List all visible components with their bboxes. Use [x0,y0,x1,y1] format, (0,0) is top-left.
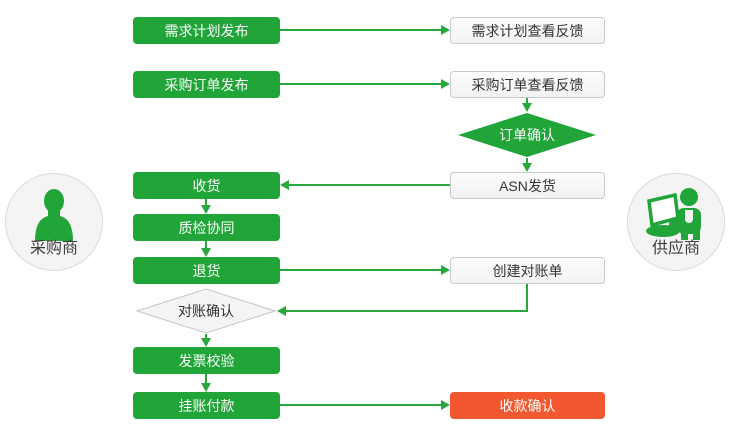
node-invoice-check: 发票校验 [133,347,280,374]
node-asn-shipment: ASN发货 [450,172,605,199]
node-payment-confirm: 收款确认 [450,392,605,419]
node-create-statement: 创建对账单 [450,257,605,284]
diamond-shape [136,288,276,334]
arrow-order-confirm-to-asn [526,158,528,164]
arrow-payment-to-confirm [280,404,443,406]
node-demand-plan-feedback: 需求计划查看反馈 [450,17,605,44]
buyer-person-icon [35,189,73,241]
decision-statement-confirm: 对账确认 [136,288,276,334]
node-po-publish: 采购订单发布 [133,71,280,98]
arrow-po-feedback-to-order-confirm [526,98,528,105]
arrow-create-statement-down [526,284,528,312]
arrowhead-down-icon [201,205,211,214]
diamond-shape [458,113,596,157]
buyer-label: 采购商 [29,240,78,257]
node-po-feedback: 采购订单查看反馈 [450,71,605,98]
arrow-create-statement-to-confirm [285,310,528,312]
arrowhead-right-icon [441,25,450,35]
node-quality-collaboration: 质检协同 [133,214,280,241]
arrowhead-down-icon [201,383,211,392]
arrowhead-down-icon [522,103,532,112]
arrow-asn-to-receive [288,184,450,186]
decision-order-confirm-label: 订单确认 [499,127,555,143]
supplier-person-laptop-icon [646,188,701,240]
arrow-demand-publish-to-feedback [280,29,443,31]
decision-statement-confirm-label: 对账确认 [178,303,234,319]
node-demand-plan-publish: 需求计划发布 [133,17,280,44]
arrow-statement-confirm-to-invoice [205,334,207,340]
arrowhead-down-icon [522,163,532,172]
arrow-return-to-create-statement [280,269,443,271]
arrowhead-left-icon [277,306,286,316]
decision-order-confirm: 订单确认 [457,112,597,158]
node-return-goods: 退货 [133,257,280,284]
supplier-actor: 供应商 [627,173,725,271]
node-payment: 挂账付款 [133,392,280,419]
arrow-quality-to-return [205,241,207,250]
buyer-actor: 采购商 [5,173,103,271]
arrow-receive-to-quality [205,199,207,207]
node-receive-goods: 收货 [133,172,280,199]
arrowhead-down-icon [201,338,211,347]
arrowhead-left-icon [280,180,289,190]
arrowhead-right-icon [441,400,450,410]
arrow-po-publish-to-feedback [280,83,443,85]
arrow-invoice-to-payment [205,374,207,384]
arrowhead-right-icon [441,79,450,89]
arrowhead-down-icon [201,248,211,257]
supplier-label: 供应商 [651,240,700,257]
arrowhead-right-icon [441,265,450,275]
